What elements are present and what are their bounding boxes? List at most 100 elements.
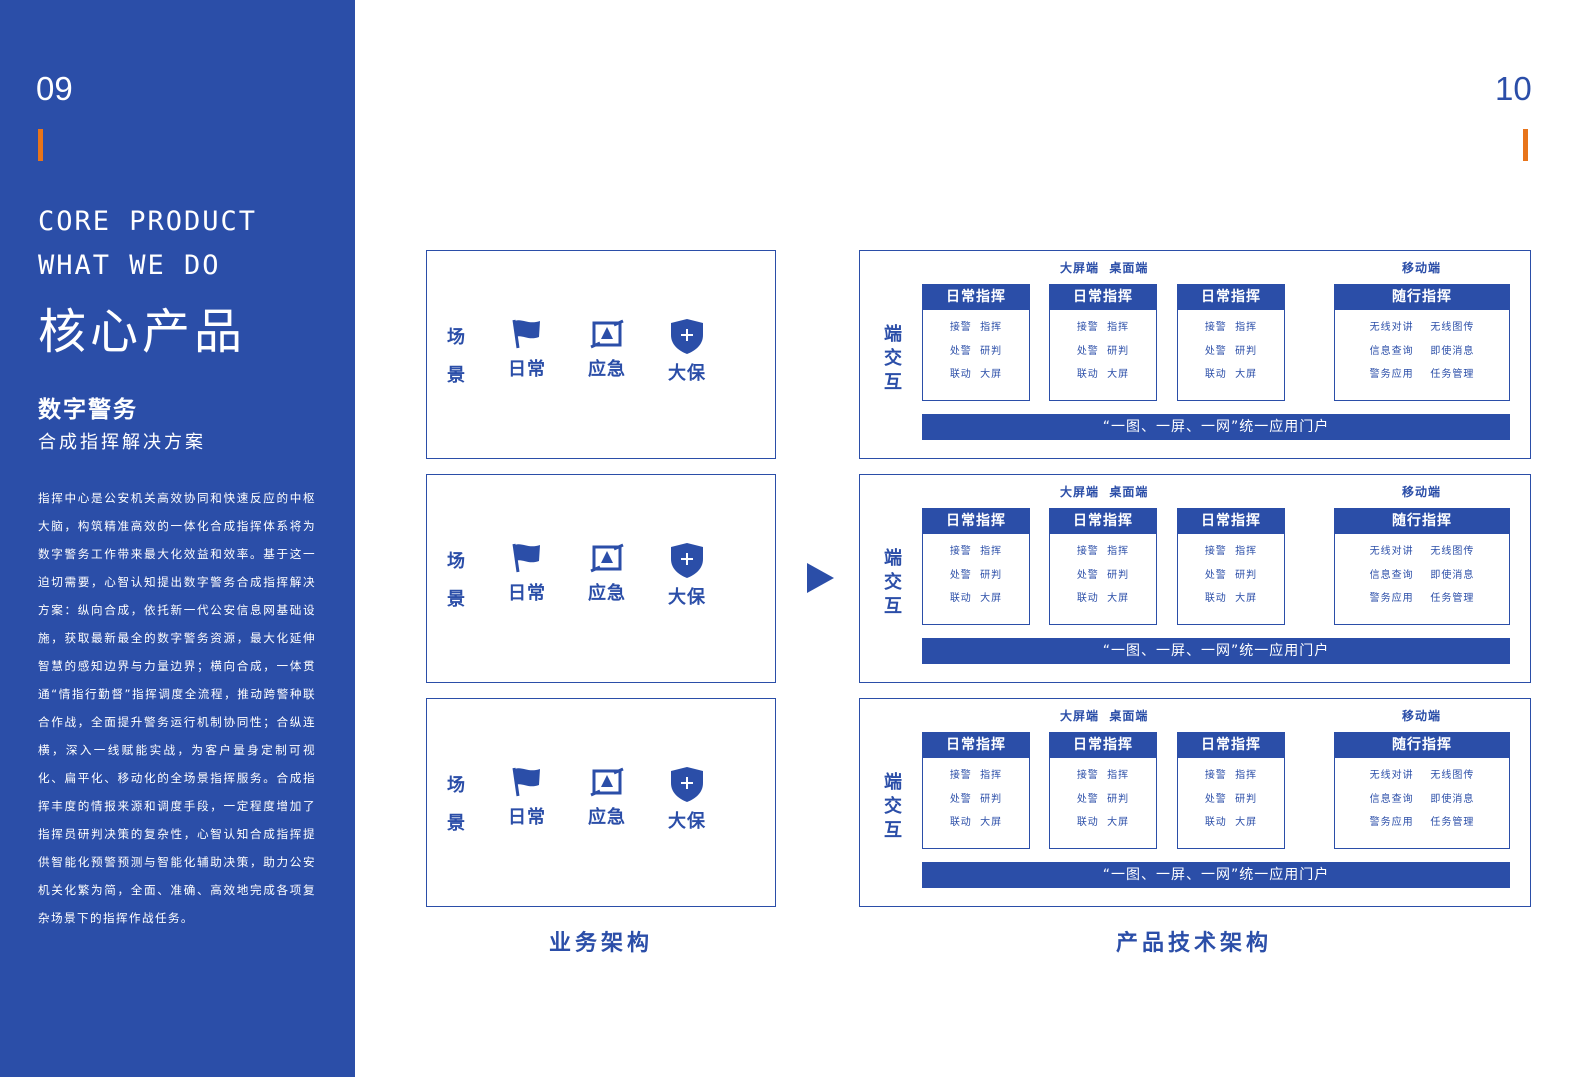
- card-lines: 接警 指挥处警 研判联动 大屏: [923, 540, 1029, 611]
- scene-label: 场 景: [447, 767, 467, 843]
- shield-plus-icon: [657, 541, 717, 579]
- card-line: 警务应用 任务管理: [1369, 369, 1475, 380]
- card-title: 随行指挥: [1335, 733, 1509, 758]
- scene-item-label: 大保: [668, 811, 706, 832]
- portal-bar: “一图、一屏、一网”统一应用门户: [922, 638, 1510, 664]
- flow-arrow-icon: [807, 563, 834, 593]
- scene-item: 日常: [497, 541, 557, 605]
- card-line: 处警 研判: [1076, 793, 1130, 805]
- architecture-box: 端 交 互 大屏端 桌面端 移动端 日常指挥 接警 指挥处警 研判联动 大屏 日…: [859, 474, 1531, 683]
- description-paragraph: 指挥中心是公安机关高效协同和快速反应的中枢大脑，构筑精准高效的一体化合成指挥体系…: [38, 491, 316, 925]
- card-line: 接警 指挥: [949, 546, 1003, 557]
- card-line: 接警 指挥: [1076, 546, 1130, 557]
- card-line: 无线对讲 无线图传: [1369, 770, 1475, 781]
- left-panel: 09 CORE PRODUCT WHAT WE DO 核心产品 数字警务 合成指…: [0, 0, 355, 1077]
- card-line: 处警 研判: [1204, 569, 1258, 581]
- scene-label-top: 场: [447, 775, 465, 796]
- card-lines: 无线对讲 无线图传信息查询 即使消息警务应用 任务管理: [1335, 316, 1509, 387]
- card-line: 接警 指挥: [1204, 770, 1258, 781]
- command-card: 日常指挥 接警 指挥处警 研判联动 大屏: [1049, 284, 1157, 401]
- card-lines: 接警 指挥处警 研判联动 大屏: [1178, 316, 1284, 387]
- scene-item: 应急: [577, 765, 637, 829]
- shield-plus-icon: [657, 317, 717, 355]
- core-line-1: CORE PRODUCT: [38, 206, 258, 237]
- scene-label: 场 景: [447, 319, 467, 395]
- card-lines: 接警 指挥处警 研判联动 大屏: [923, 316, 1029, 387]
- interaction-label: 端 交 互: [884, 547, 904, 619]
- scene-item: 大保: [657, 765, 717, 833]
- scene-item: 大保: [657, 541, 717, 609]
- card-title: 日常指挥: [923, 509, 1029, 534]
- card-line: 联动 大屏: [1204, 369, 1258, 380]
- command-card: 日常指挥 接警 指挥处警 研判联动 大屏: [1049, 732, 1157, 849]
- business-caption: 业务架构: [549, 931, 654, 956]
- card-line: 联动 大屏: [949, 817, 1003, 828]
- card-lines: 接警 指挥处警 研判联动 大屏: [1178, 540, 1284, 611]
- card-title: 日常指挥: [1050, 733, 1156, 758]
- card-line: 处警 研判: [1204, 345, 1258, 357]
- right-page-number: 10: [1495, 70, 1532, 107]
- card-line: 联动 大屏: [1076, 369, 1130, 380]
- card-line: 联动 大屏: [1076, 593, 1130, 604]
- card-line: 信息查询 即使消息: [1369, 793, 1475, 805]
- card-line: 联动 大屏: [1204, 593, 1258, 604]
- interaction-label: 端 交 互: [884, 771, 904, 843]
- card-title: 日常指挥: [1178, 733, 1284, 758]
- scene-label-bottom: 景: [447, 589, 465, 610]
- command-card: 随行指挥 无线对讲 无线图传信息查询 即使消息警务应用 任务管理: [1334, 284, 1510, 401]
- command-card: 日常指挥 接警 指挥处警 研判联动 大屏: [922, 284, 1030, 401]
- card-line: 处警 研判: [1204, 793, 1258, 805]
- card-lines: 接警 指挥处警 研判联动 大屏: [1050, 316, 1156, 387]
- scene-label-top: 场: [447, 551, 465, 572]
- vertical-char: 交: [884, 796, 902, 817]
- left-accent-bar: [38, 129, 43, 161]
- command-card: 日常指挥 接警 指挥处警 研判联动 大屏: [1177, 284, 1285, 401]
- card-line: 无线对讲 无线图传: [1369, 546, 1475, 557]
- card-title: 随行指挥: [1335, 285, 1509, 310]
- scene-item: 日常: [497, 765, 557, 829]
- subtitle: 数字警务: [38, 397, 138, 423]
- command-card: 日常指挥 接警 指挥处警 研判联动 大屏: [1177, 732, 1285, 849]
- architecture-box: 端 交 互 大屏端 桌面端 移动端 日常指挥 接警 指挥处警 研判联动 大屏 日…: [859, 250, 1531, 459]
- scene-item: 应急: [577, 541, 637, 605]
- scene-item-label: 日常: [508, 807, 546, 828]
- subtitle-2: 合成指挥解决方案: [38, 432, 206, 453]
- command-card: 日常指挥 接警 指挥处警 研判联动 大屏: [922, 508, 1030, 625]
- vertical-char: 互: [884, 596, 902, 617]
- header-desktop: 大屏端 桌面端: [1060, 261, 1149, 275]
- scene-item-label: 应急: [588, 583, 626, 604]
- card-title: 随行指挥: [1335, 509, 1509, 534]
- portal-bar: “一图、一屏、一网”统一应用门户: [922, 414, 1510, 440]
- emergency-icon: [577, 765, 637, 799]
- card-lines: 接警 指挥处警 研判联动 大屏: [923, 764, 1029, 835]
- emergency-icon: [577, 317, 637, 351]
- vertical-char: 端: [884, 548, 902, 569]
- portal-bar: “一图、一屏、一网”统一应用门户: [922, 862, 1510, 888]
- scene-item-label: 应急: [588, 359, 626, 380]
- vertical-char: 互: [884, 372, 902, 393]
- scene-label-bottom: 景: [447, 365, 465, 386]
- card-title: 日常指挥: [923, 733, 1029, 758]
- card-title: 日常指挥: [923, 285, 1029, 310]
- scene-item: 大保: [657, 317, 717, 385]
- card-lines: 接警 指挥处警 研判联动 大屏: [1050, 764, 1156, 835]
- header-mobile: 移动端: [1402, 485, 1442, 499]
- card-lines: 无线对讲 无线图传信息查询 即使消息警务应用 任务管理: [1335, 764, 1509, 835]
- shield-plus-icon: [657, 765, 717, 803]
- left-page-number: 09: [36, 70, 73, 107]
- scene-label: 场 景: [447, 543, 467, 619]
- scene-box: 场 景 日常 应急 大保: [426, 474, 776, 683]
- vertical-char: 交: [884, 348, 902, 369]
- interaction-label: 端 交 互: [884, 323, 904, 395]
- vertical-char: 交: [884, 572, 902, 593]
- command-card: 日常指挥 接警 指挥处警 研判联动 大屏: [922, 732, 1030, 849]
- card-title: 日常指挥: [1050, 285, 1156, 310]
- core-heading: CORE PRODUCT WHAT WE DO: [38, 200, 257, 288]
- command-card: 日常指挥 接警 指挥处警 研判联动 大屏: [1049, 508, 1157, 625]
- card-line: 接警 指挥: [1076, 322, 1130, 333]
- card-line: 警务应用 任务管理: [1369, 817, 1475, 828]
- card-line: 联动 大屏: [1204, 817, 1258, 828]
- card-line: 联动 大屏: [1076, 817, 1130, 828]
- scene-box: 场 景 日常 应急 大保: [426, 250, 776, 459]
